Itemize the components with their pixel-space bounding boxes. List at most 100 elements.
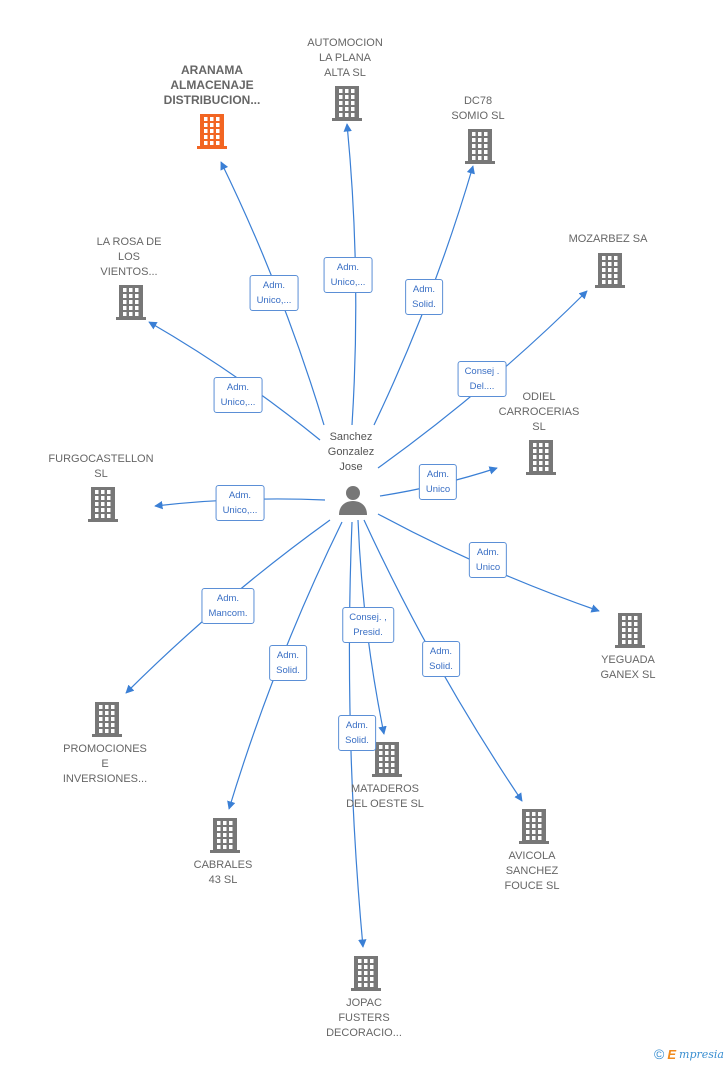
edge-label-line: Adm. bbox=[226, 382, 250, 393]
edge-label-line: Solid. bbox=[345, 735, 369, 746]
center-name-line: Jose bbox=[339, 461, 363, 473]
company-label-odiel[interactable]: ODIEL CARROCERIAS SL bbox=[499, 390, 580, 435]
edge-label-line: Solid. bbox=[276, 665, 300, 676]
building-icon-furgocastellon[interactable] bbox=[87, 486, 119, 522]
edge-label-odiel[interactable]: Adm. Unico bbox=[418, 464, 458, 500]
edge-label-furgocastellon[interactable]: Adm. Unico,... bbox=[215, 485, 265, 521]
company-label-furgocastellon[interactable]: FURGOCASTELLON SL bbox=[48, 452, 153, 482]
edge-label-line: Adm. bbox=[336, 262, 360, 273]
company-label-line: E bbox=[101, 758, 109, 770]
company-label-line: DISTRIBUCION... bbox=[163, 93, 261, 107]
company-label-line: ARANAMA bbox=[180, 63, 243, 77]
company-label-line: LA ROSA DE bbox=[96, 236, 162, 248]
edge-label-avicola[interactable]: Adm.Solid. bbox=[422, 641, 460, 677]
building-icon-cabrales[interactable] bbox=[209, 817, 241, 853]
company-label-line: YEGUADA bbox=[601, 654, 655, 666]
company-label-line: ALMACENAJE bbox=[170, 78, 254, 92]
edge-label-aranama[interactable]: Adm. Unico,... bbox=[249, 275, 299, 311]
edge-label-dc78[interactable]: Adm. Solid. bbox=[405, 279, 443, 315]
edge-label-line: Unico,... bbox=[256, 295, 292, 306]
edge-label-automocion[interactable]: Adm. Unico,... bbox=[323, 257, 373, 293]
edge-label-mozarbez[interactable]: Consej . Del.... bbox=[457, 361, 507, 397]
edge-label-line: Adm. bbox=[476, 547, 500, 558]
brand-name: mpresia bbox=[679, 1047, 724, 1061]
company-label-line: FUSTERS bbox=[338, 1012, 390, 1024]
building-icon-aranama[interactable] bbox=[196, 113, 228, 149]
building-icon-yeguada[interactable] bbox=[614, 612, 646, 648]
building-icon-dc78[interactable] bbox=[464, 128, 496, 164]
edge-label-promociones[interactable]: Adm. Mancom. bbox=[201, 588, 255, 624]
brand-initial: E bbox=[667, 1046, 677, 1062]
company-label-cabrales[interactable]: CABRALES 43 SL bbox=[194, 858, 253, 888]
edge-label-line: Unico,... bbox=[330, 277, 366, 288]
building-icon-larosa[interactable] bbox=[115, 284, 147, 320]
edge-label-line: Adm. bbox=[262, 280, 286, 291]
building-icon-mataderos[interactable] bbox=[371, 741, 403, 777]
company-label-line: JOPAC bbox=[346, 997, 382, 1009]
company-label-line: FURGOCASTELLON bbox=[48, 453, 154, 465]
company-label-mozarbez[interactable]: MOZARBEZ SA bbox=[569, 232, 648, 247]
company-label-line: AUTOMOCION bbox=[307, 37, 383, 49]
edge-label-line: Mancom. bbox=[208, 608, 248, 619]
company-label-line: SOMIO SL bbox=[451, 110, 505, 122]
edge-label-line: Adm. bbox=[228, 490, 252, 501]
person-icon[interactable] bbox=[336, 483, 370, 517]
edge-label-line: Presid. bbox=[353, 627, 383, 638]
company-label-line: SANCHEZ bbox=[505, 865, 559, 877]
building-icon-avicola[interactable] bbox=[518, 808, 550, 844]
company-label-line: LOS bbox=[117, 251, 140, 263]
company-label-line: CABRALES bbox=[193, 859, 253, 871]
edge-label-line: Adm. bbox=[345, 720, 369, 731]
company-label-line: VIENTOS... bbox=[100, 266, 158, 278]
company-label-larosa[interactable]: LA ROSA DE LOS VIENTOS... bbox=[97, 235, 162, 280]
edge-label-line: Adm. bbox=[412, 284, 436, 295]
company-label-line: MATADEROS bbox=[350, 783, 420, 795]
edge-label-line: Solid. bbox=[412, 299, 436, 310]
edge-label-cabrales[interactable]: Adm. Solid. bbox=[269, 645, 307, 681]
company-label-line: DEL OESTE SL bbox=[346, 798, 424, 810]
company-label-line: SL bbox=[94, 468, 108, 480]
center-name-line: Gonzalez bbox=[327, 446, 375, 458]
company-label-jopac[interactable]: JOPAC FUSTERS DECORACIO... bbox=[326, 996, 402, 1041]
company-label-line: SL bbox=[532, 421, 546, 433]
edge-label-line: Unico,... bbox=[222, 505, 258, 516]
edge-label-jopac[interactable]: Adm. Solid. bbox=[338, 715, 376, 751]
edge-label-line: Solid. bbox=[429, 661, 453, 672]
edge-label-larosa[interactable]: Adm. Unico,... bbox=[213, 377, 263, 413]
edge-label-line: Adm. bbox=[216, 593, 240, 604]
edge-label-line: Adm. bbox=[426, 469, 450, 480]
building-icon-promociones[interactable] bbox=[91, 701, 123, 737]
edge-label-line: Consej . bbox=[464, 366, 500, 377]
company-label-mataderos[interactable]: MATADEROS DEL OESTE SL bbox=[346, 782, 424, 812]
company-label-line: DECORACIO... bbox=[326, 1027, 402, 1039]
building-icon-mozarbez[interactable] bbox=[594, 252, 626, 288]
company-label-line: ODIEL bbox=[522, 391, 556, 403]
building-icon-automocion[interactable] bbox=[331, 85, 363, 121]
company-label-line: CARROCERIAS bbox=[498, 406, 580, 418]
copyright-icon: © bbox=[654, 1046, 665, 1062]
company-label-line: MOZARBEZ SA bbox=[568, 233, 648, 245]
edge-label-line: Adm. bbox=[276, 650, 300, 661]
building-icon-jopac[interactable] bbox=[350, 955, 382, 991]
company-label-line: AVICOLA bbox=[508, 850, 556, 862]
edge-label-yeguada[interactable]: Adm. Unico bbox=[468, 542, 508, 578]
edge-label-mataderos[interactable]: Consej. ,Presid. bbox=[342, 607, 394, 643]
center-person-name[interactable]: Sanchez Gonzalez Jose bbox=[328, 430, 374, 475]
building-icon-odiel[interactable] bbox=[525, 439, 557, 475]
company-label-line: INVERSIONES... bbox=[62, 773, 148, 785]
edge-label-line: Unico bbox=[475, 562, 501, 573]
edge-label-line: Unico bbox=[425, 484, 451, 495]
company-label-line: LA PLANA bbox=[319, 52, 371, 64]
company-label-line: 43 SL bbox=[208, 874, 238, 886]
center-name-line: Sanchez bbox=[329, 431, 373, 443]
edge-label-line: Unico,... bbox=[220, 397, 256, 408]
edge-label-line: Del.... bbox=[469, 381, 495, 392]
